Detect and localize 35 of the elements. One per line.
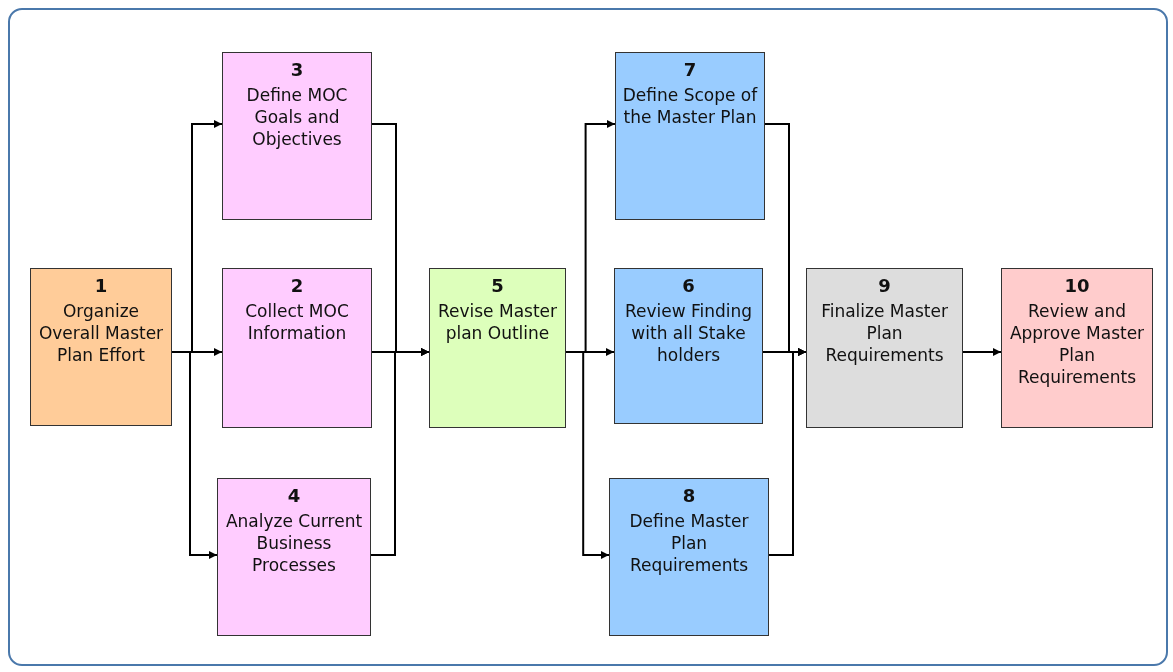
step-label: Revise Master plan Outline — [436, 300, 559, 345]
process-box — [217, 478, 371, 636]
process-box — [222, 268, 372, 428]
step-label: Define Master Plan Requirements — [628, 510, 750, 577]
process-box — [30, 268, 172, 426]
step-label: Finalize Master Plan Requirements — [820, 300, 949, 367]
step-number: 10 — [1064, 275, 1090, 296]
process-box — [222, 52, 372, 220]
arrow — [565, 351, 610, 559]
step-label: Review and Approve Master Plan Requirements — [1008, 300, 1146, 389]
process-box — [615, 52, 765, 220]
process-box — [609, 478, 769, 636]
step-number: 5 — [491, 275, 504, 296]
arrow — [962, 348, 1002, 356]
process-box — [806, 268, 963, 428]
arrow — [768, 348, 807, 556]
step-number: 9 — [878, 275, 891, 296]
arrow — [370, 348, 430, 556]
process-box — [429, 268, 566, 428]
step-label: Define Scope of the Master Plan — [621, 84, 759, 129]
step-label: Review Finding with all Stake holders — [623, 300, 754, 367]
step-number: 8 — [682, 485, 696, 506]
step-number: 6 — [682, 275, 695, 296]
step-label: Organize Overall Master Plan Effort — [37, 300, 165, 367]
step-number: 7 — [683, 59, 697, 80]
step-label: Collect MOC Information — [244, 300, 350, 345]
step-label: Define MOC Goals and Objectives — [245, 84, 349, 151]
step-number: 1 — [94, 275, 108, 296]
step-number: 4 — [287, 485, 301, 506]
step-label: Analyze Current Business Processes — [224, 510, 364, 577]
step-number: 3 — [290, 59, 304, 80]
process-box — [614, 268, 763, 424]
process-box — [1001, 268, 1153, 428]
arrow — [171, 351, 218, 559]
step-number: 2 — [290, 275, 304, 296]
